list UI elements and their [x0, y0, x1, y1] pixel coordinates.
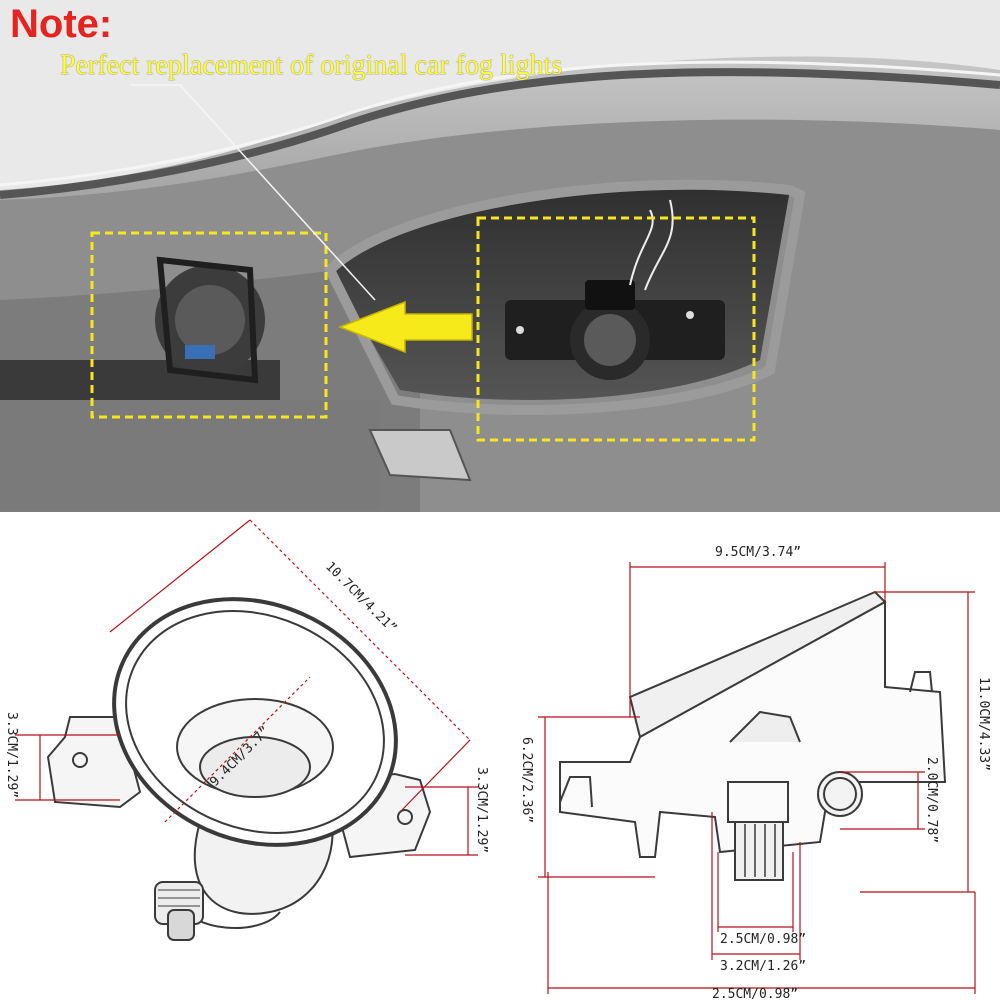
front-view [46, 597, 432, 941]
replacement-fog-light [505, 199, 725, 380]
dim-connector-dia: 2.0CM/0.78” [924, 757, 939, 843]
dim-total-height: 11.0CM/4.33” [976, 677, 991, 771]
dim-top-width: 9.5CM/3.74” [715, 545, 801, 560]
highlight-box-original [90, 231, 328, 419]
replacement-arrow [337, 300, 473, 354]
lower-vent [368, 429, 472, 482]
bumper-edge [0, 68, 1000, 199]
dim-right-tab: 3.3CM/1.29” [474, 767, 489, 853]
caption-pointer-line [130, 84, 376, 301]
installation-photo [0, 0, 1000, 512]
side-view-dimensions [538, 562, 976, 994]
dimension-diagram: 10.7CM/4.21” 9.4CM/3.7” 3.3CM/1.29” 3.3C… [0, 512, 1000, 1000]
front-view-dimensions [15, 519, 478, 856]
dim-side-height: 6.2CM/2.36” [519, 737, 534, 823]
dim-plug-width-b: 3.2CM/1.26” [720, 959, 806, 974]
dim-base-width: 2.5CM/0.98” [712, 987, 798, 1000]
original-fog-light [155, 256, 265, 384]
note-title: Note: [10, 2, 113, 46]
dim-left-tab: 3.3CM/1.29” [4, 712, 19, 798]
dim-plug-width-a: 2.5CM/0.98” [720, 932, 806, 947]
fog-light-frame [323, 179, 806, 415]
bumper-edge-highlight [0, 60, 1000, 187]
note-subtitle: Perfect replacement of original car fog … [60, 50, 563, 81]
highlight-box-replacement [476, 216, 756, 442]
